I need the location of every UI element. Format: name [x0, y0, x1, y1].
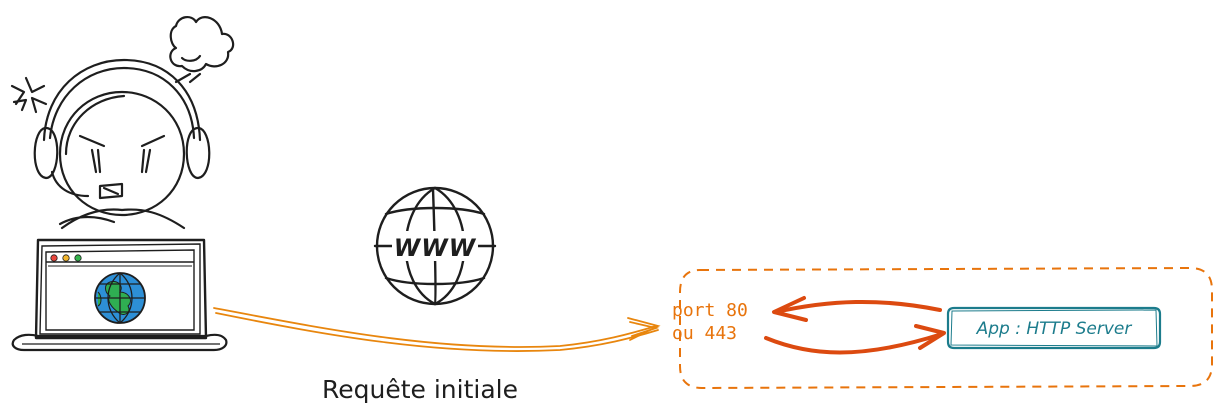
- app-http-server-label: App : HTTP Server: [976, 319, 1133, 339]
- forward-arrow: [764, 324, 946, 355]
- angry-user-with-headset-icon: [10, 16, 235, 230]
- www-label: WWW: [394, 234, 477, 262]
- window-close-dot: [50, 254, 58, 262]
- app-http-server-box: [946, 306, 1162, 350]
- request-label: Requête initiale: [322, 375, 518, 404]
- window-minimize-dot: [62, 254, 70, 262]
- window-maximize-dot: [74, 254, 82, 262]
- browser-globe-icon: [94, 272, 146, 324]
- request-arrow: [213, 307, 661, 352]
- server-container: [679, 266, 1213, 390]
- www-globe-icon: [373, 186, 497, 306]
- laptop-browser-icon: [11, 238, 228, 352]
- response-arrow: [772, 296, 942, 322]
- port-label-line2: ou 443: [672, 323, 737, 344]
- port-label-line1: port 80: [672, 300, 748, 321]
